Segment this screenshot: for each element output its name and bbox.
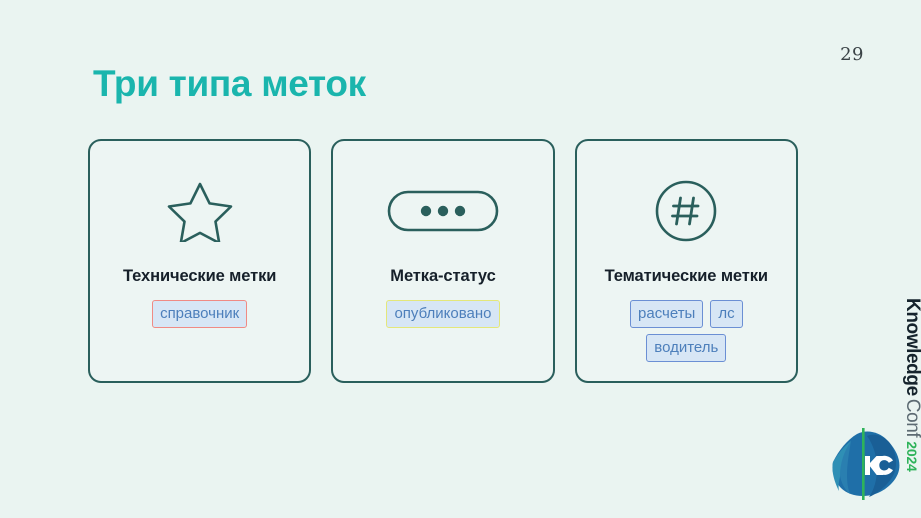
tag-list: справочник <box>103 300 296 328</box>
label-types-card-row: Технические метки справочник Метка-стату… <box>88 139 798 383</box>
slide-title: Три типа меток <box>93 63 366 104</box>
card-technical-labels[interactable]: Технические метки справочник <box>88 139 312 383</box>
card-thematic-labels[interactable]: Тематические метки расчеты лс водитель <box>574 139 798 383</box>
brand-wordmark: Knowledge Conf 2024 <box>877 298 921 472</box>
card-title: Технические метки <box>123 267 277 285</box>
brand-logo: Knowledge Conf 2024 <box>821 298 921 508</box>
kc-mark-icon <box>827 428 905 500</box>
star-outline-icon <box>167 165 233 257</box>
card-title: Метка-статус <box>390 267 496 285</box>
brand-year: 2024 <box>904 441 920 472</box>
hash-circle-icon <box>654 165 718 257</box>
status-pill-dots-icon <box>387 165 499 257</box>
brand-name: Knowledge <box>902 298 921 396</box>
tag-chip[interactable]: водитель <box>646 334 727 362</box>
card-status-label[interactable]: Метка-статус опубликовано <box>331 139 555 383</box>
page-number: 29 <box>840 44 864 65</box>
tag-list: опубликовано <box>346 300 539 328</box>
tag-chip[interactable]: опубликовано <box>386 300 500 328</box>
tag-chip[interactable]: расчеты <box>630 300 704 328</box>
tag-chip[interactable]: лс <box>710 300 743 328</box>
tag-chip[interactable]: справочник <box>152 300 248 328</box>
card-title: Тематические метки <box>604 267 768 285</box>
tag-list: расчеты лс водитель <box>590 300 783 362</box>
